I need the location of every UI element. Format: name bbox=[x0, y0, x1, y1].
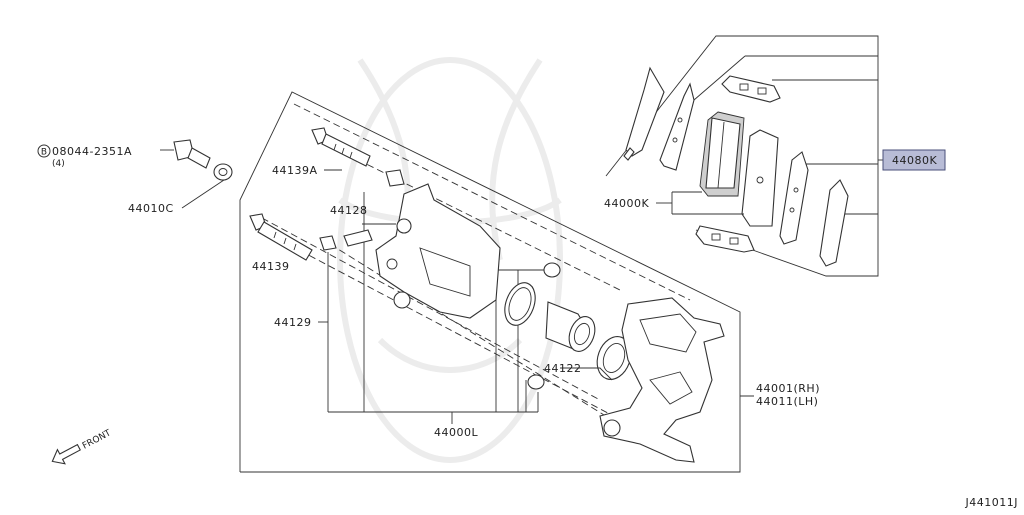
bolt-symbol: B bbox=[41, 148, 47, 158]
outer-pad-left bbox=[623, 66, 665, 161]
hardware-kit-leader bbox=[656, 191, 744, 215]
guide-pin-lower bbox=[249, 213, 313, 261]
inner-pad-block bbox=[699, 111, 745, 197]
outer-pad-block bbox=[741, 129, 779, 227]
shim-plate-right bbox=[779, 151, 809, 245]
label-caliper-lh: 44011(LH) bbox=[756, 395, 818, 408]
guide-pin-upper bbox=[311, 127, 371, 167]
piston bbox=[545, 301, 596, 352]
pad-kit-highlight bbox=[882, 149, 946, 171]
front-arrow-icon bbox=[51, 443, 81, 465]
diagram-code: J441011J bbox=[965, 496, 1018, 509]
pad-clip-upper bbox=[721, 75, 781, 103]
label-guide-pin-upper: 44139A bbox=[272, 164, 318, 177]
label-caliper-kit: 44000L bbox=[434, 426, 478, 439]
bolt-symbol-circle bbox=[37, 144, 51, 158]
label-bleeder: 44128 bbox=[330, 204, 368, 217]
mounting-bolt bbox=[173, 139, 211, 169]
bleeder-screw bbox=[343, 223, 396, 247]
label-piston-seal: 44122 bbox=[544, 362, 582, 375]
pad-clip-lower bbox=[695, 225, 755, 253]
alignment-dashes bbox=[261, 103, 691, 431]
piston-seal bbox=[504, 282, 536, 326]
front-label: FRONT bbox=[81, 428, 113, 451]
label-caliper-rh: 44001(RH) bbox=[756, 382, 820, 395]
piston-boot bbox=[596, 336, 632, 380]
pin-boot-lower bbox=[319, 235, 337, 251]
label-hardware-kit: 44000K bbox=[604, 197, 649, 210]
piston-seal-leader bbox=[560, 367, 613, 381]
front-indicator: FRONT bbox=[51, 428, 113, 465]
bolt-callout: B 08044-2351A (4) bbox=[37, 144, 132, 169]
dust-cap-upper bbox=[543, 262, 561, 278]
pad-kit-outline bbox=[605, 35, 884, 277]
shim-plate-left bbox=[659, 82, 695, 171]
label-pad-kit: 44080K bbox=[892, 154, 937, 167]
washer bbox=[213, 163, 233, 181]
bolt-part-number: 08044-2351A bbox=[52, 145, 132, 158]
caliper-housing bbox=[599, 297, 725, 463]
pin-boot-upper bbox=[385, 169, 405, 187]
caliper-body bbox=[375, 183, 501, 319]
washer-leader bbox=[181, 179, 225, 209]
label-guide-pin-lower: 44139 bbox=[252, 260, 290, 273]
label-boot-pin: 44129 bbox=[274, 316, 312, 329]
label-washer: 44010C bbox=[128, 202, 174, 215]
bolt-quantity: (4) bbox=[52, 159, 65, 169]
pad-spring-right bbox=[819, 179, 849, 267]
dust-cap-lower bbox=[527, 374, 545, 390]
caliper-kit-leaders bbox=[327, 192, 546, 424]
